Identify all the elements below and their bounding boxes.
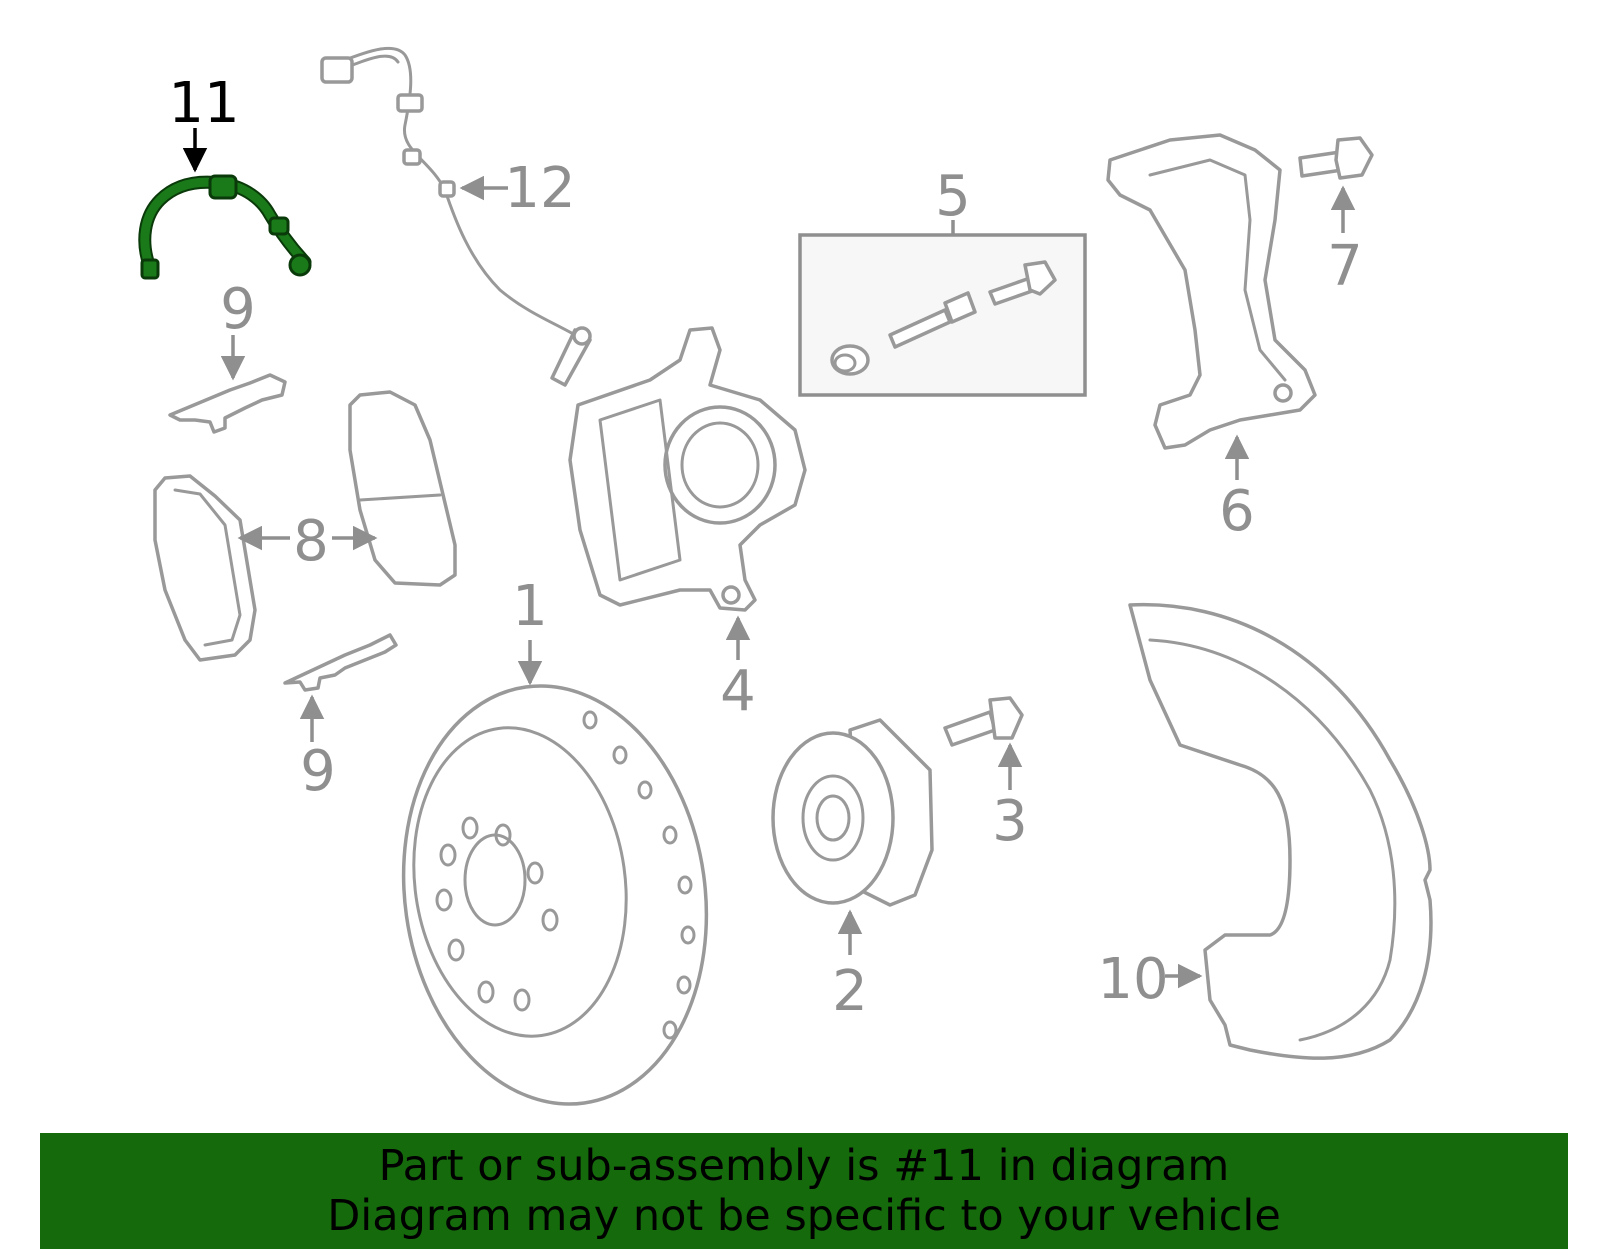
callout-10[interactable]: 10	[1097, 947, 1168, 1012]
callout-9-upper[interactable]: 9	[220, 277, 256, 342]
callout-1[interactable]: 1	[512, 574, 548, 639]
part-12-speed-sensor[interactable]	[320, 46, 592, 387]
part-5-hardware-kit[interactable]	[798, 233, 1087, 397]
callout-6[interactable]: 6	[1219, 479, 1255, 544]
part-11-brake-hose[interactable]	[138, 174, 312, 280]
part-1-brake-rotor[interactable]	[377, 666, 733, 1124]
callout-7[interactable]: 7	[1327, 234, 1363, 299]
banner-line-disclaimer: Diagram may not be specific to your vehi…	[327, 1191, 1281, 1241]
callout-labels: 11 12 5 7 6 9 8 4 1 9 3 2 10	[168, 71, 1362, 1024]
callout-8[interactable]: 8	[293, 509, 329, 574]
part-9-clip-lower[interactable]	[283, 633, 398, 692]
callout-12[interactable]: 12	[504, 156, 575, 221]
callout-5[interactable]: 5	[935, 164, 971, 229]
part-9-clip-upper[interactable]	[168, 373, 287, 434]
part-2-wheel-hub[interactable]	[771, 718, 934, 907]
callout-2[interactable]: 2	[832, 959, 868, 1024]
part-10-dust-shield[interactable]	[1128, 602, 1433, 1060]
part-4-caliper[interactable]	[568, 326, 807, 612]
info-banner: Part or sub-assembly is #11 in diagram D…	[40, 1133, 1568, 1249]
banner-line-part-number: Part or sub-assembly is #11 in diagram	[378, 1141, 1230, 1191]
part-3-hub-bolt[interactable]	[943, 696, 1024, 747]
callout-11[interactable]: 11	[168, 71, 239, 136]
callout-3[interactable]: 3	[992, 789, 1028, 854]
part-7-bolt[interactable]	[1298, 136, 1374, 180]
callout-arrows	[182, 128, 1356, 989]
part-6-caliper-bracket[interactable]	[1106, 133, 1317, 450]
callout-9-lower[interactable]: 9	[300, 739, 336, 804]
callout-4[interactable]: 4	[720, 659, 756, 724]
